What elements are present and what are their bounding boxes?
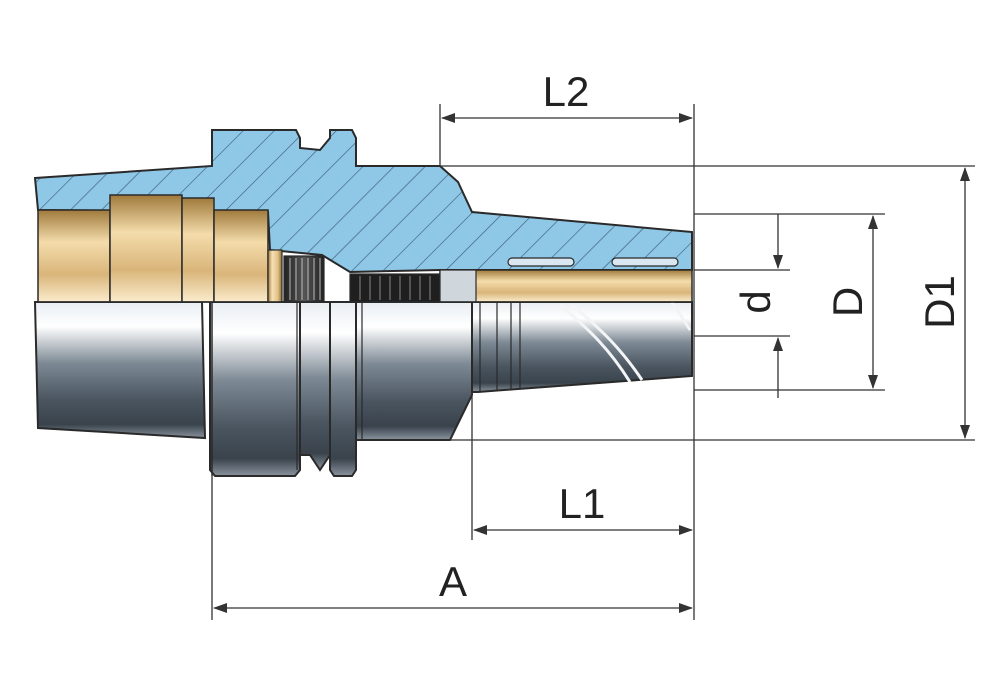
- bore-segment-3: [181, 197, 215, 303]
- coolant-slot-2: [611, 257, 679, 267]
- collar-lower: [329, 301, 357, 477]
- taper-shank-lower: [33, 301, 207, 440]
- section-hatch-body: [33, 129, 693, 274]
- thread-lines: [289, 258, 321, 300]
- thread-section: [283, 255, 325, 303]
- label-D: D: [824, 287, 871, 317]
- body-lower: [355, 301, 473, 441]
- bore-segment-2: [109, 194, 183, 303]
- steel-exterior-lower-half: [33, 301, 693, 477]
- label-d: d: [732, 290, 779, 313]
- collet-bore: [439, 269, 693, 303]
- bore-segment-4: [213, 209, 269, 303]
- groove-lower: [299, 301, 331, 472]
- bore-segment-1: [37, 209, 111, 303]
- nose-lower: [471, 301, 693, 393]
- label-D1: D1: [916, 275, 963, 329]
- stop-screw: [349, 273, 441, 303]
- spiral-groove: [559, 303, 644, 383]
- label-L1: L1: [559, 480, 606, 527]
- bore-step: [267, 249, 283, 303]
- section-upper-half: [33, 129, 693, 303]
- dimension-lines: [211, 104, 975, 620]
- coolant-slot-1: [507, 257, 575, 267]
- flange-lower: [209, 301, 301, 477]
- label-L2: L2: [543, 68, 590, 115]
- label-A: A: [439, 558, 467, 605]
